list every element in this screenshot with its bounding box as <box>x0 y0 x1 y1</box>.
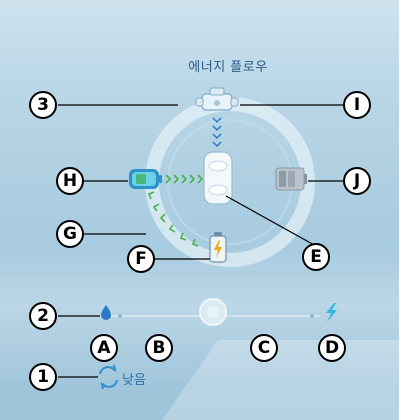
callout-3: 3 <box>29 91 57 119</box>
callout-2: 2 <box>29 302 57 330</box>
lightning-bolt-icon <box>326 303 337 322</box>
grey-battery-icon <box>275 167 307 191</box>
screen-glare <box>0 248 399 388</box>
callout-J: J <box>343 167 371 195</box>
water-drop-icon <box>101 305 111 320</box>
display-screen <box>0 0 399 420</box>
leader-lines <box>58 104 344 378</box>
callout-I: I <box>343 91 371 119</box>
callout-C: C <box>250 334 278 362</box>
energy-flow-title: 에너지 플로우 <box>188 60 268 75</box>
callout-G: G <box>56 220 84 248</box>
callout-1: 1 <box>29 363 57 391</box>
callout-B: B <box>145 334 173 362</box>
battery-icon <box>129 169 162 189</box>
low-level-label: 낮음 <box>122 373 146 388</box>
callout-E: E <box>302 243 330 271</box>
level-scale <box>111 298 320 326</box>
engine-to-transmission-arrows <box>212 117 222 148</box>
callout-F: F <box>127 245 155 273</box>
battery-to-transmission-arrows <box>165 174 204 184</box>
callout-H: H <box>56 167 84 195</box>
callout-A: A <box>90 334 118 362</box>
charging-battery-icon <box>209 232 227 263</box>
recycle-arrows-icon <box>99 364 118 390</box>
engine-icon <box>195 87 239 111</box>
charge-flow-arrows <box>147 191 199 247</box>
transmission-icon <box>203 151 233 205</box>
callout-D: D <box>318 334 346 362</box>
